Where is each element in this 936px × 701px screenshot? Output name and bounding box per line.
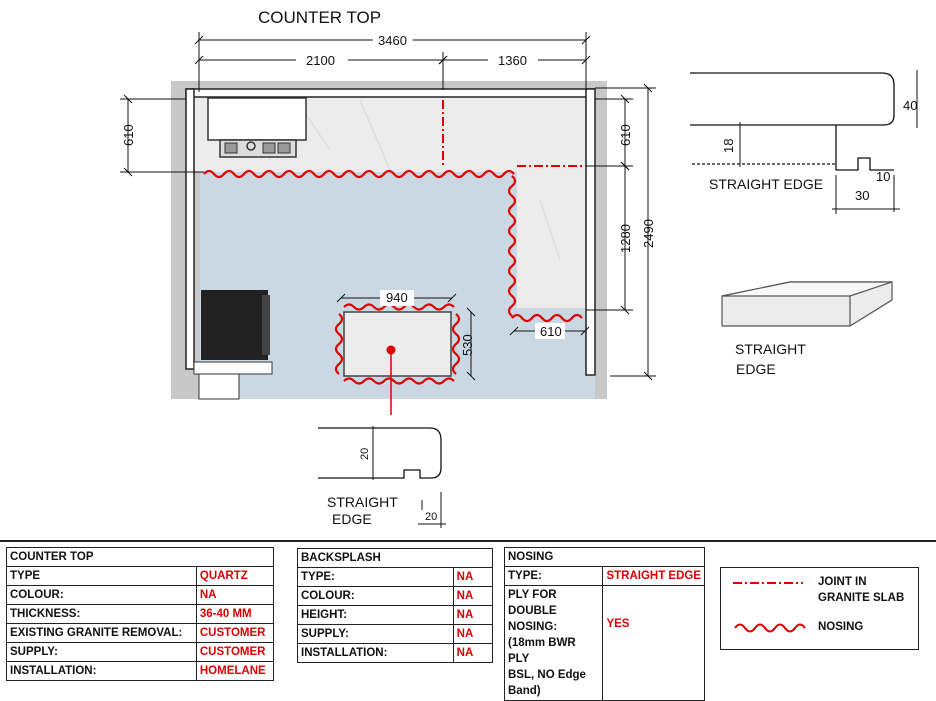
ct-label: SUPPLY: xyxy=(6,642,197,662)
ct-value: 36-40 MM xyxy=(195,604,275,624)
counter-top-header: COUNTER TOP xyxy=(6,547,274,567)
counter-top-plan-drawing: COUNTER TOP xyxy=(120,8,918,528)
bs-label: HEIGHT: xyxy=(297,605,454,625)
nosing-wave-icon xyxy=(734,623,806,633)
ct-label: COLOUR: xyxy=(6,585,197,605)
counter-right xyxy=(517,165,586,308)
island-counter xyxy=(343,311,452,377)
edge-profile-label-2a: STRAIGHT xyxy=(735,341,806,357)
bs-value: NA xyxy=(452,605,494,625)
bs-label: COLOUR: xyxy=(297,586,454,606)
edge-profile-label-2b: EDGE xyxy=(736,361,776,377)
nosing-table: NOSING TYPE:STRAIGHT EDGE PLY FOR DOUBLE… xyxy=(503,547,705,701)
edge-profile-island xyxy=(318,426,446,528)
dim-overall-width: 3460 xyxy=(378,33,407,48)
edge-3d-slab-icon xyxy=(721,281,893,327)
dim-left-depth: 610 xyxy=(121,124,136,146)
edge-dim-island-20a: 20 xyxy=(359,448,371,460)
ct-value: CUSTOMER xyxy=(195,642,275,662)
edge-dim-island-20b: 20 xyxy=(425,511,437,523)
bs-value: NA xyxy=(452,643,494,663)
bs-label: SUPPLY: xyxy=(297,624,454,644)
legend-box: JOINT IN GRANITE SLAB NOSING xyxy=(720,567,919,650)
drawing-title: COUNTER TOP xyxy=(258,8,381,27)
nosing-type-label: TYPE: xyxy=(503,566,604,586)
bs-value: NA xyxy=(452,586,494,606)
appliance-block xyxy=(201,290,268,360)
ply-line: BSL, NO Edge xyxy=(508,669,586,681)
ct-value: NA xyxy=(195,585,275,605)
legend-joint-line2: GRANITE SLAB xyxy=(818,592,905,604)
nosing-type-value: STRAIGHT EDGE xyxy=(602,566,705,586)
nosing-ply-value: YES xyxy=(602,585,705,701)
bs-label: INSTALLATION: xyxy=(297,643,454,663)
backsplash-table: BACKSPLASH TYPE:NA COLOUR:NA HEIGHT:NA S… xyxy=(297,548,494,663)
legend-joint-label: JOINT IN GRANITE SLAB xyxy=(818,574,904,606)
edge-profile-label-3b: EDGE xyxy=(332,511,372,527)
ply-line: NOSING: xyxy=(508,621,558,633)
nosing-header: NOSING xyxy=(504,547,705,567)
ply-line: Band) xyxy=(508,685,541,697)
sink-icon xyxy=(207,97,307,158)
ct-label: TYPE xyxy=(6,566,197,586)
edge-profile-label-1: STRAIGHT EDGE xyxy=(709,176,823,192)
edge-dim-10: 10 xyxy=(876,169,890,184)
bs-value: NA xyxy=(452,624,494,644)
ct-value: HOMELANE xyxy=(195,661,275,681)
edge-profile-label-3a: STRAIGHT xyxy=(327,494,398,510)
joint-line-icon xyxy=(733,582,803,584)
edge-dim-40: 40 xyxy=(903,98,917,113)
ct-label: INSTALLATION: xyxy=(6,661,197,681)
dim-return-width: 610 xyxy=(540,324,562,339)
ply-line: (18mm BWR PLY xyxy=(508,637,576,665)
bs-label: TYPE: xyxy=(297,567,454,587)
bs-value: NA xyxy=(452,567,494,587)
nosing-lines xyxy=(203,169,583,385)
dim-island-depth: 530 xyxy=(460,334,475,356)
ply-line: PLY FOR DOUBLE xyxy=(508,589,557,617)
edge-dim-30: 30 xyxy=(855,188,869,203)
legend-joint-line1: JOINT IN xyxy=(818,576,867,588)
backsplash-header: BACKSPLASH xyxy=(297,548,493,568)
ct-label: EXISTING GRANITE REMOVAL: xyxy=(6,623,197,643)
dim-right-depth: 610 xyxy=(618,124,633,146)
dim-overall-depth: 2490 xyxy=(641,219,656,248)
section-divider xyxy=(0,540,936,542)
ct-label: THICKNESS: xyxy=(6,604,197,624)
edge-profile-straight xyxy=(690,70,918,214)
dim-left-width: 2100 xyxy=(306,53,335,68)
legend-nosing-label: NOSING xyxy=(818,621,864,633)
edge-dim-18: 18 xyxy=(721,139,736,153)
dim-island-width: 940 xyxy=(386,290,408,305)
ct-value: CUSTOMER xyxy=(195,623,275,643)
ct-value: QUARTZ xyxy=(195,566,275,586)
dim-right-width: 1360 xyxy=(498,53,527,68)
nosing-ply-label: PLY FOR DOUBLE NOSING: (18mm BWR PLY BSL… xyxy=(503,585,604,701)
dim-right-run: 1280 xyxy=(618,224,633,253)
